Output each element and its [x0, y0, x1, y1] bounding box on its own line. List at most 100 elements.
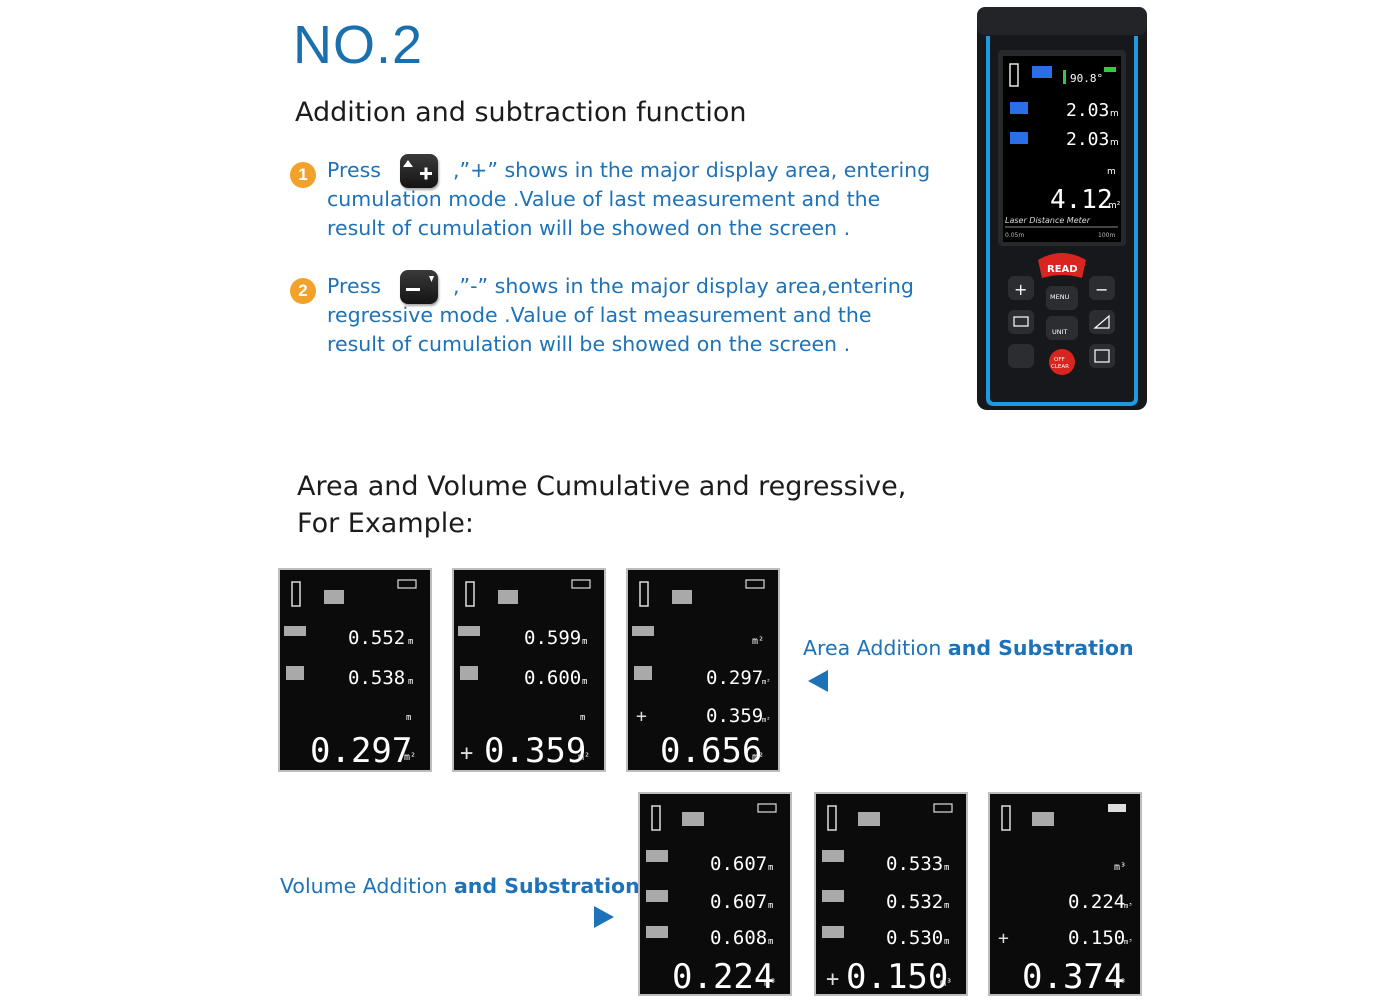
area-3-row-1-unit: m² — [752, 636, 764, 647]
volume-3-row-3-sign: + — [998, 928, 1009, 949]
step-number-badge: 1 — [290, 162, 316, 188]
area-screen-2: 0.599 m 0.600 m m + 0.359 m² — [452, 568, 606, 772]
area-3-row-2-unit: m² — [762, 678, 770, 686]
area-screen-1: 0.552 m 0.538 m m 0.297 m² — [278, 568, 432, 772]
clear-button-bottom: CLEAR — [1051, 364, 1069, 370]
device-main-unit: m² — [1108, 201, 1121, 211]
area-2-row-1-unit: m — [582, 637, 587, 647]
area-3-main: 0.656 — [660, 731, 762, 770]
volume-2-row-1-unit: m — [944, 863, 949, 873]
step-2-press-label: Press — [327, 274, 381, 298]
device-row-2: 2.03 — [1066, 129, 1109, 150]
volume-3-row-2-unit: m³ — [1124, 902, 1132, 910]
step-1-text-line-1: ,”+” shows in the major display area, en… — [453, 158, 931, 182]
unit-button: UNIT — [1052, 328, 1068, 336]
volume-caption: Volume Addition and Substration — [280, 874, 640, 898]
step-2-text-line-3: result of cumulation will be showed on t… — [327, 332, 851, 356]
volume-3-row-2: 0.224 — [1068, 891, 1125, 913]
volume-3-row-3-unit: m³ — [1124, 938, 1132, 946]
volume-2-sign: + — [826, 967, 839, 992]
clear-button-top: OFF — [1054, 357, 1065, 363]
section-2-line-1: Area and Volume Cumulative and regressiv… — [297, 471, 907, 502]
volume-3-main-unit: m³ — [1114, 978, 1126, 989]
device-range-max: 100m — [1098, 232, 1115, 239]
device-angle: 90.8° — [1070, 72, 1103, 85]
device-label: Laser Distance Meter — [1005, 216, 1091, 225]
area-screen-3: m² 0.297 m² + 0.359 m² 0.656 m² — [626, 568, 780, 772]
step-2-text-line-2: regressive mode .Value of last measureme… — [327, 303, 872, 327]
plus-key-icon — [400, 154, 438, 188]
area-2-sign: + — [460, 741, 473, 766]
volume-2-row-3: 0.530 — [886, 927, 943, 949]
device-main-value: 4.12 — [1050, 185, 1113, 215]
section-2-line-2: For Example: — [297, 508, 475, 539]
device-row-1-unit: m — [1110, 109, 1119, 119]
volume-1-row-3-unit: m — [768, 937, 773, 947]
volume-1-main-unit: m³ — [764, 978, 776, 989]
volume-screen-2: 0.533 m 0.532 m 0.530 m + 0.150 m³ — [814, 792, 968, 997]
volume-3-main: 0.374 — [1022, 957, 1124, 994]
area-caption-part-1: Area Addition — [803, 636, 942, 660]
area-1-row-1: 0.552 — [348, 627, 405, 649]
area-1-row-2: 0.538 — [348, 667, 405, 689]
area-caption-part-2: and Substration — [947, 636, 1134, 660]
area-2-row-2-unit: m — [582, 677, 587, 687]
volume-2-main-unit: m³ — [940, 978, 952, 989]
area-2-main: 0.359 — [484, 731, 586, 770]
area-2-row-3-unit: m — [580, 713, 585, 723]
volume-screen-3: m³ 0.224 m³ + 0.150 m³ 0.374 m³ — [988, 792, 1142, 997]
menu-button: MENU — [1050, 293, 1070, 301]
area-1-main: 0.297 — [310, 731, 412, 770]
device-row-2-unit: m — [1110, 138, 1119, 148]
volume-1-main: 0.224 — [672, 957, 774, 994]
device-row-3-unit: m — [1107, 167, 1116, 177]
area-3-row-3-unit: m² — [762, 716, 770, 724]
volume-2-main: 0.150 — [846, 957, 948, 994]
step-number-badge: 2 — [290, 278, 316, 304]
area-3-row-3-sign: + — [636, 706, 647, 727]
area-2-row-1: 0.599 — [524, 627, 581, 649]
device-row-1: 2.03 — [1066, 100, 1109, 121]
minus-key-icon — [400, 270, 438, 304]
area-1-row-1-unit: m — [408, 637, 413, 647]
area-1-row-2-unit: m — [408, 677, 413, 687]
left-arrow-icon — [808, 670, 828, 692]
area-3-main-unit: m² — [752, 752, 764, 763]
svg-text:−: − — [1095, 280, 1108, 299]
svg-text:+: + — [1014, 280, 1027, 299]
area-2-main-unit: m² — [578, 752, 590, 763]
volume-1-row-1: 0.607 — [710, 853, 767, 875]
page-heading: NO.2 — [293, 15, 424, 75]
area-2-row-2: 0.600 — [524, 667, 581, 689]
volume-2-row-3-unit: m — [944, 937, 949, 947]
laser-distance-meter-image: 90.8° 2.03 m 2.03 m m 4.12 m² Laser Dist… — [976, 6, 1148, 411]
volume-screen-1: 0.607 m 0.607 m 0.608 m 0.224 m³ — [638, 792, 792, 997]
volume-caption-part-2: and Substration — [453, 874, 640, 898]
read-button: READ — [1047, 264, 1078, 275]
step-1-text-line-2: cumulation mode .Value of last measureme… — [327, 187, 881, 211]
volume-3-row-3: 0.150 — [1068, 927, 1125, 949]
area-3-row-3: 0.359 — [706, 705, 763, 727]
volume-1-row-2: 0.607 — [710, 891, 767, 913]
volume-1-row-3: 0.608 — [710, 927, 767, 949]
step-1-press-label: Press — [327, 158, 381, 182]
volume-2-row-2: 0.532 — [886, 891, 943, 913]
step-2: 2 Press ,”-” shows in the major display … — [290, 270, 970, 364]
step-1-text-line-3: result of cumulation will be showed on t… — [327, 216, 851, 240]
volume-3-row-1-unit: m³ — [1114, 862, 1126, 873]
volume-2-row-1: 0.533 — [886, 853, 943, 875]
device-range-min: 0.05m — [1005, 232, 1024, 239]
volume-caption-part-1: Volume Addition — [280, 874, 448, 898]
area-caption: Area Addition and Substration — [803, 636, 1134, 660]
volume-1-row-1-unit: m — [768, 863, 773, 873]
volume-1-row-2-unit: m — [768, 901, 773, 911]
section-2-heading: Area and Volume Cumulative and regressiv… — [297, 468, 906, 542]
volume-2-row-2-unit: m — [944, 901, 949, 911]
subheading: Addition and subtraction function — [295, 97, 747, 128]
area-1-row-3-unit: m — [406, 713, 411, 723]
step-2-text-line-1: ,”-” shows in the major display area,ent… — [453, 274, 914, 298]
step-1: 1 Press ,”+” shows in the major display … — [290, 154, 970, 248]
right-arrow-icon — [594, 906, 614, 928]
area-3-row-2: 0.297 — [706, 667, 763, 689]
area-1-main-unit: m² — [404, 752, 416, 763]
